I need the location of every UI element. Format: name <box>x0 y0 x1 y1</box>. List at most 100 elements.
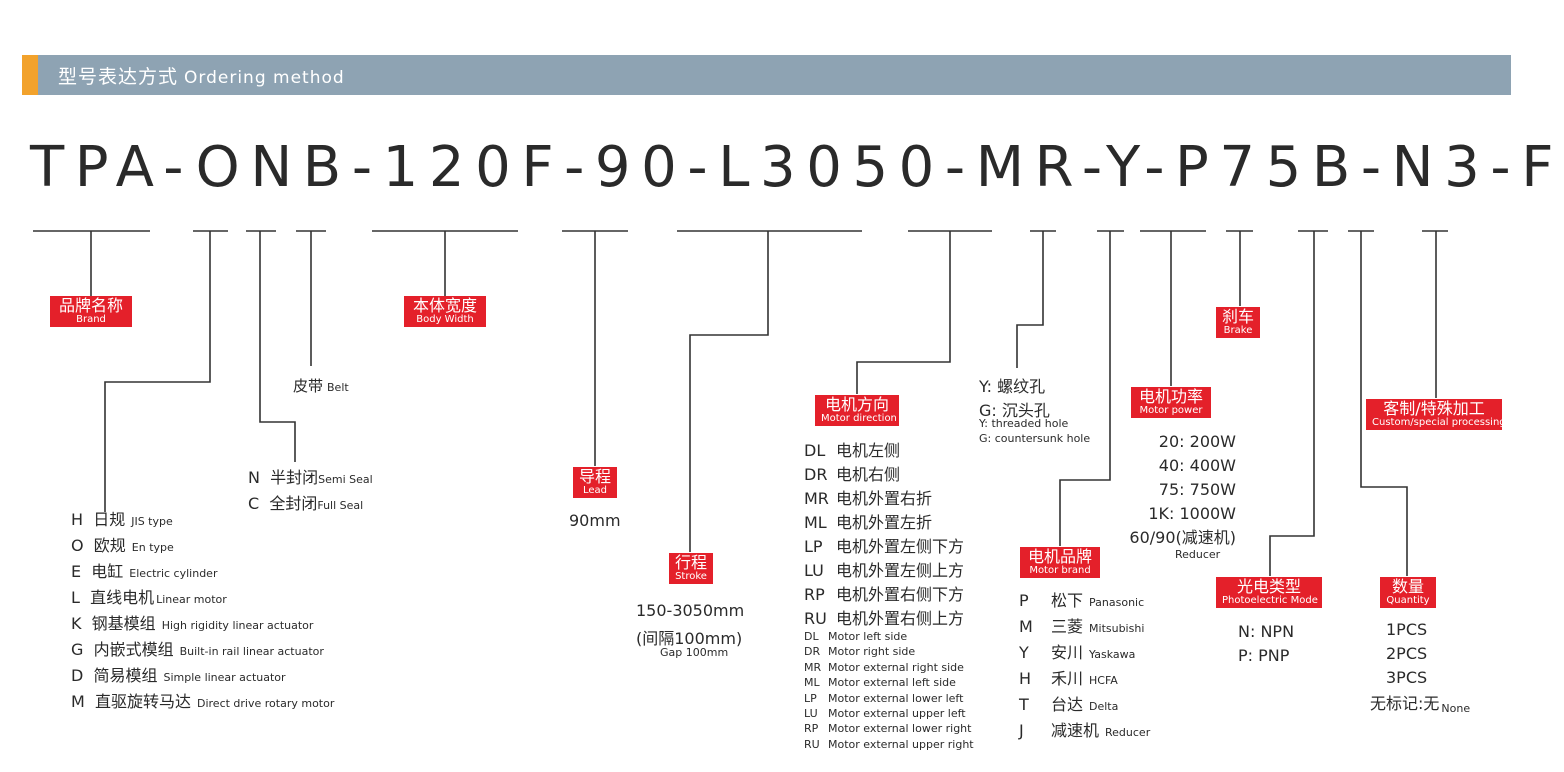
tag-qty-en: Quantity <box>1386 594 1430 606</box>
tag-power-en: Motor power <box>1139 404 1203 416</box>
hole-y: Y: 螺纹孔 <box>979 377 1046 396</box>
tag-brand-zh: 品牌名称 <box>58 296 123 315</box>
header-title-zh: 型号表达方式 <box>58 66 179 88</box>
tag-lead-zh: 导程 <box>579 467 612 486</box>
motor-power-list: 20: 200W 40: 400W 75: 750W 1K: 1000W 60/… <box>1116 430 1236 550</box>
tag-motor-power: 电机功率 Motor power <box>1131 387 1211 419</box>
hole-g-en: G: countersunk hole <box>979 432 1091 445</box>
connector-motor-brand <box>1059 231 1111 546</box>
connector-direction <box>856 231 951 394</box>
connector-seal <box>259 231 296 462</box>
connector-hole <box>1016 231 1044 368</box>
tag-photo-en: Photoelectric Mode <box>1222 594 1318 606</box>
seal-list: N 半封闭Semi Seal C 全封闭Full Seal <box>248 466 373 518</box>
motor-power-note: Reducer <box>1175 548 1221 561</box>
tag-brake-zh: 刹车 <box>1222 307 1255 326</box>
model-code: TPA-ONB-120F-90-L3050-MR-Y-P75B-N3-F <box>30 135 1564 200</box>
tag-brand: 品牌名称 Brand <box>50 296 132 328</box>
tag-custom-en: Custom/special processing <box>1372 416 1506 428</box>
tag-stroke-en: Stroke <box>675 570 707 582</box>
list-item: 20: 200W <box>1158 432 1236 451</box>
list-item: N 半封闭Semi Seal <box>248 468 373 487</box>
stroke-note: (间隔100mm) <box>636 629 743 648</box>
header-accent <box>22 55 38 95</box>
tag-brand-en: Brand <box>76 313 106 325</box>
list-item: 2PCS <box>1386 644 1428 663</box>
hole-y-en: Y: threaded hole <box>979 417 1069 430</box>
header-title-en: Ordering method <box>184 68 345 88</box>
tag-body-width: 本体宽度 Body Width <box>404 296 486 328</box>
tag-quantity: 数量 Quantity <box>1380 577 1436 609</box>
stroke-note-en: Gap 100mm <box>660 646 729 659</box>
tag-qty-zh: 数量 <box>1391 577 1424 596</box>
tag-direction-zh: 电机方向 <box>824 395 889 414</box>
list-item: C 全封闭Full Seal <box>248 494 364 513</box>
connector-quantity <box>1360 231 1408 576</box>
connector-photo <box>1269 231 1315 576</box>
tag-brake: 刹车 Brake <box>1216 307 1260 339</box>
connector-type <box>104 231 211 512</box>
list-item: N: NPN <box>1238 622 1295 641</box>
tag-direction-en: Motor direction <box>821 412 897 424</box>
tag-lead: 导程 Lead <box>573 467 617 499</box>
tag-custom-zh: 客制/特殊加工 <box>1383 399 1485 418</box>
list-item: P: PNP <box>1238 646 1290 665</box>
list-item: 40: 400W <box>1158 456 1236 475</box>
tag-motor-direction: 电机方向 Motor direction <box>815 395 899 427</box>
quantity-list: 1PCS 2PCS 3PCS <box>1386 618 1427 690</box>
tag-width-zh: 本体宽度 <box>412 296 477 315</box>
list-item: 1K: 1000W <box>1148 504 1236 523</box>
photo-list: N: NPN P: PNP <box>1238 620 1294 668</box>
tag-mbrand-en: Motor brand <box>1029 564 1091 576</box>
list-item: 3PCS <box>1386 668 1428 687</box>
tag-photo-zh: 光电类型 <box>1236 577 1301 596</box>
lead-value: 90mm <box>569 511 621 530</box>
connector-stroke <box>689 231 769 552</box>
tag-stroke-zh: 行程 <box>675 553 708 572</box>
tag-brake-en: Brake <box>1223 324 1253 336</box>
tag-motor-brand: 电机品牌 Motor brand <box>1020 547 1100 579</box>
stroke-value: 150-3050mm <box>636 601 745 620</box>
tag-mbrand-zh: 电机品牌 <box>1027 547 1092 566</box>
tag-width-en: Body Width <box>416 313 474 325</box>
tag-photoelectric: 光电类型 Photoelectric Mode <box>1216 577 1322 609</box>
hole-g: G: 沉头孔 <box>979 401 1050 420</box>
tag-lead-en: Lead <box>582 484 608 496</box>
tag-power-zh: 电机功率 <box>1138 387 1203 406</box>
